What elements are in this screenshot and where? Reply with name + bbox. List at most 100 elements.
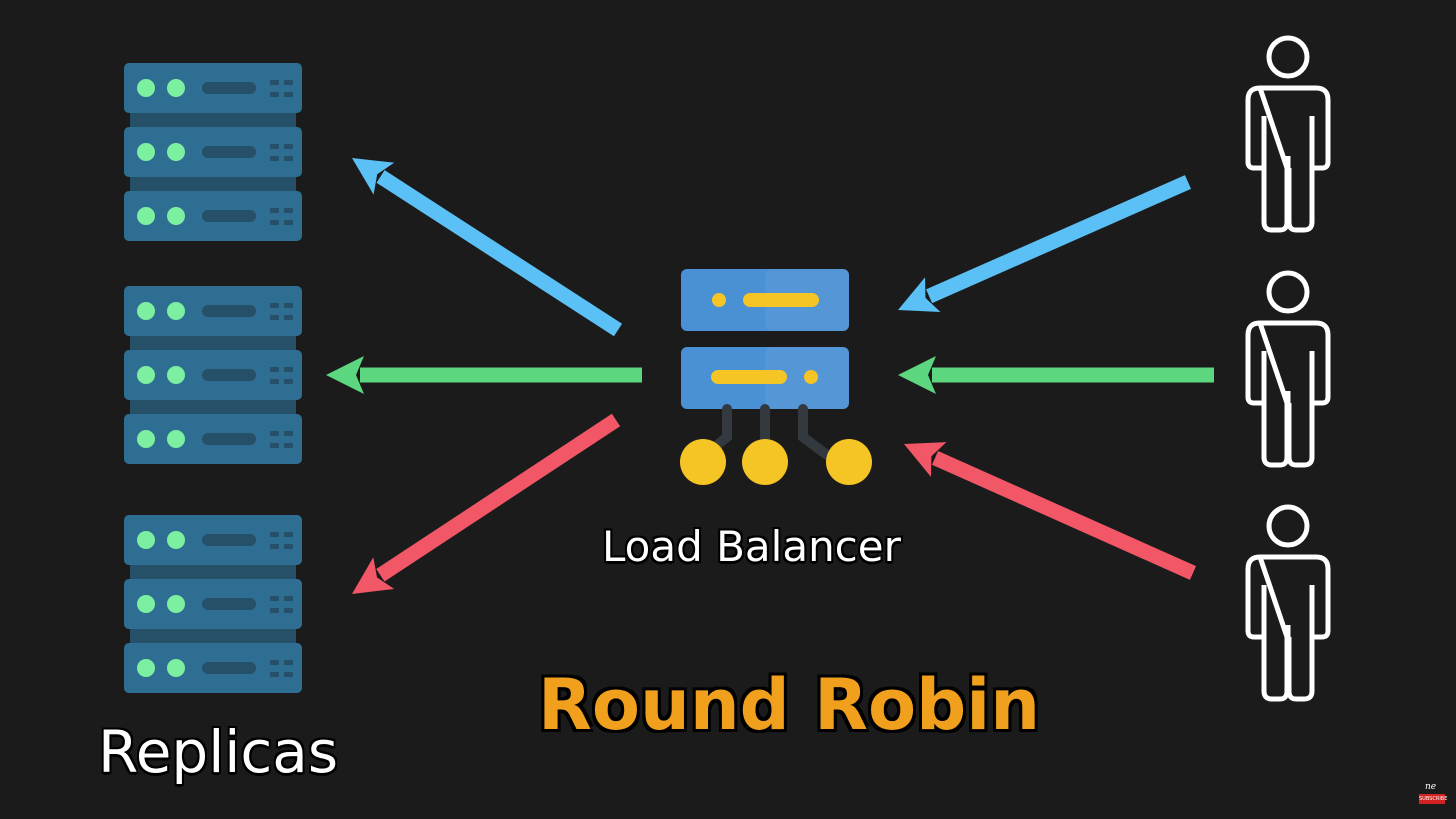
vent-dot xyxy=(270,303,279,308)
arrow-icon xyxy=(898,277,941,313)
drive-slot xyxy=(202,146,256,158)
vent-dot xyxy=(284,596,293,601)
status-led xyxy=(137,531,155,549)
status-led xyxy=(167,143,185,161)
algorithm-title: Round Robin xyxy=(538,664,1041,746)
vent-dot xyxy=(270,431,279,436)
arrow-shaft xyxy=(376,170,623,337)
vent-dot xyxy=(284,144,293,149)
drive-slot xyxy=(202,534,256,546)
vent-dot xyxy=(270,208,279,213)
lb-indicator xyxy=(804,370,818,384)
server-rack-icon xyxy=(124,286,302,464)
flow-arrow xyxy=(898,175,1192,313)
lb-bar xyxy=(743,293,819,307)
status-led xyxy=(137,366,155,384)
server-unit xyxy=(124,515,302,565)
lb-indicator xyxy=(712,293,726,307)
drive-slot xyxy=(202,305,256,317)
lb-bar xyxy=(711,370,787,384)
status-led xyxy=(167,302,185,320)
channel-badge[interactable]: ne SUBSCRIBE xyxy=(1419,782,1448,806)
vent-dot xyxy=(270,92,279,97)
status-led xyxy=(167,430,185,448)
vent-dot xyxy=(270,660,279,665)
status-led xyxy=(167,79,185,97)
vent-dot xyxy=(270,532,279,537)
flow-arrow xyxy=(352,413,621,594)
server-unit xyxy=(124,643,302,693)
replicas-label: Replicas xyxy=(98,718,339,786)
status-led xyxy=(167,595,185,613)
drive-slot xyxy=(202,662,256,674)
status-led xyxy=(167,659,185,677)
vent-dot xyxy=(284,220,293,225)
vent-dot xyxy=(270,156,279,161)
vent-dot xyxy=(270,367,279,372)
status-led xyxy=(137,595,155,613)
arrow-icon xyxy=(352,557,395,594)
vent-dot xyxy=(284,443,293,448)
drive-slot xyxy=(202,82,256,94)
vent-dot xyxy=(284,80,293,85)
vent-dot xyxy=(284,92,293,97)
vent-dot xyxy=(284,660,293,665)
user-head xyxy=(1266,270,1310,314)
vent-dot xyxy=(270,544,279,549)
vent-dot xyxy=(284,379,293,384)
arrow-icon xyxy=(898,356,936,394)
vent-dot xyxy=(284,315,293,320)
server-unit xyxy=(124,350,302,400)
lb-output-node xyxy=(680,439,726,485)
vent-dot xyxy=(270,379,279,384)
status-led xyxy=(167,366,185,384)
server-unit xyxy=(124,414,302,464)
lb-output-node xyxy=(742,439,788,485)
vent-dot xyxy=(270,672,279,677)
status-led xyxy=(167,531,185,549)
user-body xyxy=(1245,320,1331,468)
vent-dot xyxy=(270,608,279,613)
status-led xyxy=(137,302,155,320)
flow-arrow xyxy=(898,356,1214,394)
status-led xyxy=(167,207,185,225)
flow-arrow xyxy=(326,356,642,394)
load-balancer-icon xyxy=(680,269,872,485)
status-led xyxy=(137,143,155,161)
server-unit xyxy=(124,286,302,336)
subscribe-badge: SUBSCRIBE xyxy=(1419,794,1448,804)
user-body xyxy=(1245,85,1331,233)
drive-slot xyxy=(202,210,256,222)
vent-dot xyxy=(270,220,279,225)
channel-logo: ne xyxy=(1425,782,1437,792)
arrow-icon xyxy=(326,356,364,394)
flow-arrow xyxy=(352,158,623,337)
vent-dot xyxy=(284,431,293,436)
flow-arrow xyxy=(904,442,1197,580)
vent-dot xyxy=(284,532,293,537)
lb-connector xyxy=(798,404,832,460)
drive-slot xyxy=(202,433,256,445)
arrow-shaft xyxy=(931,451,1197,580)
vent-dot xyxy=(284,367,293,372)
vent-dot xyxy=(270,80,279,85)
vent-dot xyxy=(270,596,279,601)
user-head xyxy=(1266,35,1310,79)
server-rack-icon xyxy=(124,515,302,693)
arrow-icon xyxy=(904,442,947,477)
arrow-shaft xyxy=(926,175,1192,304)
status-led xyxy=(137,207,155,225)
drive-slot xyxy=(202,369,256,381)
server-unit xyxy=(124,127,302,177)
lb-output-node xyxy=(826,439,872,485)
vent-dot xyxy=(270,144,279,149)
vent-dot xyxy=(284,544,293,549)
user-icon xyxy=(1245,504,1331,702)
vent-dot xyxy=(284,303,293,308)
drive-slot xyxy=(202,598,256,610)
user-body xyxy=(1245,554,1331,702)
status-led xyxy=(137,659,155,677)
arrow-icon xyxy=(352,158,395,195)
server-unit xyxy=(124,579,302,629)
